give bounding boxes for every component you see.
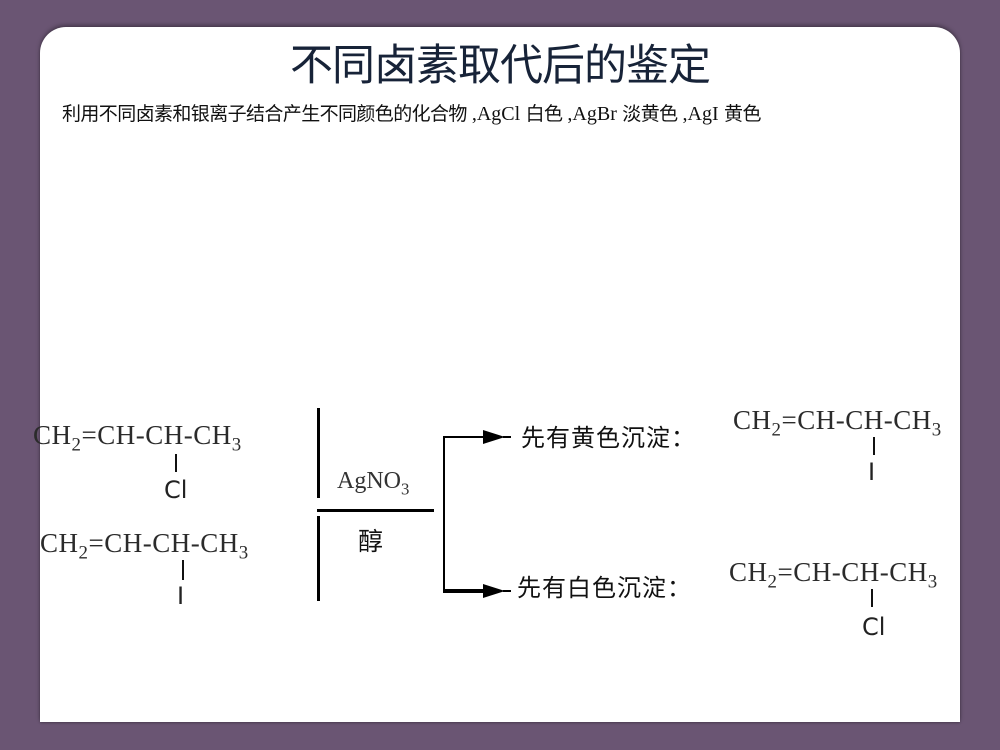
reactant-chloro-formula: CH2=CH-CH-CH3 [33,420,242,456]
substituent-cl: Cl [862,613,886,641]
agbr-color: 淡黄色 [616,103,678,125]
bond-line [873,437,875,455]
bracket-lower-line [317,516,320,601]
slide-title: 不同卤素取代后的鉴定 [290,41,711,91]
outcome-yellow-label: 先有黄色沉淀： [521,424,696,452]
solvent-alcohol: 醇 [358,527,384,556]
arrow-upper-head-icon [483,430,505,444]
agcl-color: 白色 [520,103,563,125]
outcome-white-formula: CH2=CH-CH-CH3 [729,557,938,593]
outcome-yellow-formula: CH2=CH-CH-CH3 [733,405,942,441]
agbr-formula: AgBr [572,103,617,125]
arrow-upper-shaft [443,436,493,438]
branch-vertical-line [443,436,445,593]
arrow-lower-head-icon [483,584,505,598]
intro-paragraph: 利用不同卤素和银离子结合产生不同颜色的化合物 ,AgCl 白色 ,AgBr 淡黄… [62,100,882,129]
intro-separator: , [466,103,477,125]
intro-separator: , [677,103,688,125]
slide-card [40,27,960,722]
substituent-i: I [868,458,876,486]
outcome-white-label: 先有白色沉淀： [517,574,692,602]
arrow-lower-shaft [443,589,493,593]
arrow-upper-tail [503,436,511,438]
reactant-iodo-formula: CH2=CH-CH-CH3 [40,528,249,564]
bond-line [175,454,177,472]
intro-text: 利用不同卤素和银离子结合产生不同颜色的化合物 [62,103,467,125]
agi-formula: AgI [687,103,719,125]
agi-color: 黄色 [718,103,761,125]
agcl-formula: AgCl [476,103,521,125]
substituent-i: I [177,582,185,610]
substituent-cl: Cl [164,476,188,504]
bond-line [182,560,184,580]
reagent-agno3: AgNO3 [337,468,410,499]
intro-separator: , [562,103,573,125]
reaction-condition-bar [317,509,434,512]
arrow-lower-tail [503,590,511,592]
bond-line [871,589,873,607]
bracket-upper-line [317,408,320,498]
